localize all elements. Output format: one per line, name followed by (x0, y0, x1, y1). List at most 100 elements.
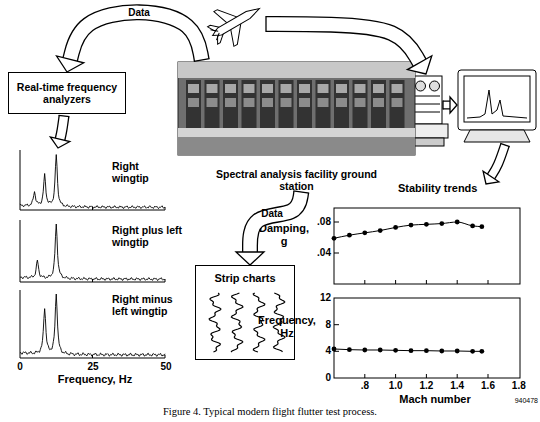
photo-screen (392, 98, 403, 107)
photo-console (223, 80, 238, 128)
section-title: Stability trends (398, 182, 508, 195)
tick-label: .04 (305, 247, 331, 259)
figure-number: 940478 (490, 397, 538, 405)
plot-title: Right plus left wingtip (112, 224, 182, 248)
photo-screen (336, 98, 347, 107)
trend-point (455, 220, 460, 225)
flow-arrow (483, 143, 510, 184)
photo-console (242, 80, 257, 128)
chart-frame (334, 208, 520, 284)
arrow-head (57, 56, 84, 72)
axis-title: Damping, g (258, 222, 310, 247)
arrow-head (483, 171, 499, 184)
photo-console (371, 80, 386, 128)
trend-point (378, 228, 383, 233)
arrow-head (450, 97, 457, 113)
aircraft-fuselage (211, 5, 262, 39)
arrow-shaft-outline (60, 116, 64, 139)
photo-screen (373, 84, 384, 93)
trend-point (332, 236, 337, 241)
arrow-tail (500, 143, 509, 146)
chart-ticks (334, 325, 488, 378)
arrow-head (407, 56, 431, 74)
tick-label: 1.4 (445, 380, 469, 392)
flow-arrow (443, 97, 457, 113)
aircraft (203, 0, 270, 53)
photo-screen (281, 84, 292, 93)
tick-label: 4 (305, 345, 331, 357)
photo-screen (299, 84, 310, 93)
tick-label: .08 (305, 216, 331, 228)
photo-screen (262, 98, 273, 107)
tick-label: 8 (305, 319, 331, 331)
flow-arrow (50, 115, 69, 148)
photo-screen (207, 84, 218, 93)
photo-screen (318, 98, 329, 107)
photo-backdrop (178, 62, 415, 155)
arrow-shaft-outline (491, 145, 505, 177)
rack-cabinet (413, 76, 442, 124)
photo-screen (225, 98, 236, 107)
analyzer-box: Real-time frequency analyzers (8, 72, 126, 114)
monitor-screen (464, 76, 530, 122)
node-text: Spectral analysis facility ground statio… (214, 168, 379, 192)
photo-floor (178, 137, 415, 155)
arrow-tail (293, 191, 309, 193)
stability-trends (332, 220, 485, 354)
arrow-head (50, 137, 69, 148)
tick-label: 0 (10, 361, 30, 373)
spectrum-curve (20, 224, 165, 281)
arrow-shaft-fill (250, 192, 301, 252)
spectrum-curve (20, 294, 165, 356)
arrow-shaft-fill (491, 145, 505, 177)
trend-point (409, 223, 414, 228)
photo-screen (355, 84, 366, 93)
node-text: Strip charts (214, 272, 275, 285)
strip-chart-trace (209, 293, 221, 352)
spectrum-axis (20, 150, 165, 210)
strip-chart-trace (231, 293, 243, 352)
spectrum-plots (20, 150, 165, 358)
arrow-label: Data (252, 207, 292, 221)
trend-point (424, 222, 429, 227)
trend-line (334, 349, 482, 351)
photo-console (334, 80, 349, 128)
photo-screen (392, 84, 403, 93)
data-flow-connector (57, 12, 210, 72)
photo-screen (244, 84, 255, 93)
arrow-tail (59, 115, 70, 116)
photo-ceiling (178, 62, 415, 78)
trend-point (470, 223, 475, 228)
trend-point (393, 348, 398, 353)
tick-label: 12 (305, 292, 331, 304)
photo-screen (262, 84, 273, 93)
tick-label: 0 (305, 372, 331, 384)
trend-point (347, 233, 352, 238)
arrow-tail (194, 59, 210, 62)
data-flow-connector (236, 191, 309, 265)
trend-point (332, 347, 337, 352)
tick-label: 1.2 (414, 380, 438, 392)
trend-point (409, 348, 414, 353)
figure-caption: Figure 4. Typical modern flight flutter … (0, 406, 540, 417)
tick-label: .8 (353, 380, 377, 392)
trend-point (439, 349, 444, 354)
trend-point (362, 230, 367, 235)
photo-console (279, 80, 294, 128)
strip-chart-traces (209, 293, 285, 352)
arrow-label: Data (119, 6, 159, 20)
photo-console (186, 80, 201, 128)
spectrum-curve (20, 155, 165, 209)
trend-point (479, 349, 484, 354)
photo-screen (225, 84, 236, 93)
arrow-shaft-outline (266, 24, 420, 63)
rack-dial (416, 81, 426, 91)
arrow-shaft-fill (70, 12, 202, 60)
arrow-shaft-fill (443, 102, 450, 108)
arrow-shaft-outline (443, 101, 450, 110)
trend-point (470, 349, 475, 354)
trend-point (378, 348, 383, 353)
photo-console (205, 80, 220, 128)
axis-title: Frequency, Hz (40, 373, 150, 386)
